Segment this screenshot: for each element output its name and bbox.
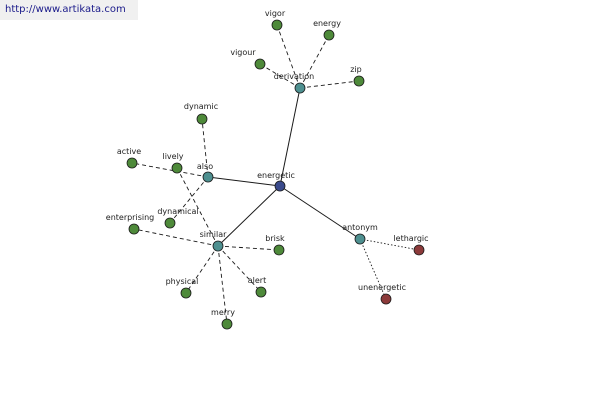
edge-energetic-similar (217, 185, 281, 247)
node-antonym[interactable]: antonym (342, 223, 378, 245)
node-dynamical[interactable]: dynamical (157, 207, 199, 229)
edge-derivation-energy (299, 34, 330, 89)
node-alert[interactable]: alert (248, 276, 267, 298)
node-label-also: also (197, 162, 213, 171)
node-dynamic[interactable]: dynamic (184, 102, 218, 125)
edge-derivation-vigour (259, 63, 301, 89)
edge-similar-physical (185, 245, 219, 294)
edge-energetic-derivation (279, 87, 301, 187)
node-label-vigour: vigour (230, 48, 256, 57)
source-url-text[interactable]: http://www.artikata.com (5, 4, 126, 15)
node-dot-vigor[interactable] (271, 19, 283, 31)
node-label-energy: energy (313, 19, 341, 28)
node-energy[interactable]: energy (313, 19, 341, 41)
node-label-lethargic: lethargic (393, 234, 428, 243)
node-derivation[interactable]: derivation (274, 72, 314, 94)
edge-similar-merry (217, 245, 228, 325)
node-dot-alert[interactable] (255, 286, 267, 298)
edges-layer (131, 24, 420, 325)
node-label-energetic: energetic (257, 171, 295, 180)
node-label-alert: alert (248, 276, 266, 285)
node-dot-dynamical[interactable] (164, 217, 176, 229)
node-label-vigor: vigor (265, 9, 286, 18)
node-dot-merry[interactable] (221, 318, 233, 330)
edge-similar-brisk (217, 245, 280, 251)
node-dot-enterprising[interactable] (128, 223, 140, 235)
node-dot-physical[interactable] (180, 287, 192, 299)
node-label-merry: merry (211, 308, 235, 317)
node-vigor[interactable]: vigor (265, 9, 286, 31)
node-active[interactable]: active (117, 147, 141, 169)
node-label-similar: similar (200, 230, 228, 239)
node-dot-zip[interactable] (353, 75, 365, 87)
edge-antonym-lethargic (359, 238, 420, 251)
node-dot-lethargic[interactable] (413, 244, 425, 256)
node-also[interactable]: also (197, 162, 214, 183)
edge-energetic-antonym (279, 185, 361, 240)
node-label-zip: zip (350, 65, 362, 74)
source-url-bar: http://www.artikata.com (0, 0, 138, 20)
edge-antonym-unenergetic (359, 238, 387, 300)
node-similar[interactable]: similar (200, 230, 228, 252)
edge-derivation-zip (299, 80, 360, 89)
node-dot-dynamic[interactable] (196, 113, 208, 125)
node-label-brisk: brisk (265, 234, 285, 243)
node-dot-derivation[interactable] (294, 82, 306, 94)
node-dot-antonym[interactable] (354, 233, 366, 245)
node-label-unenergetic: unenergetic (358, 283, 406, 292)
node-lethargic[interactable]: lethargic (393, 234, 429, 256)
edge-similar-alert (217, 245, 262, 293)
node-label-enterprising: enterprising (106, 213, 154, 222)
node-label-derivation: derivation (274, 72, 314, 81)
node-dot-also[interactable] (202, 171, 214, 183)
node-dot-brisk[interactable] (273, 244, 285, 256)
edge-energetic-also (207, 176, 281, 187)
edge-also-dynamical (169, 176, 209, 224)
node-dot-unenergetic[interactable] (380, 293, 392, 305)
edge-similar-lively (176, 167, 219, 247)
node-dot-energy[interactable] (323, 29, 335, 41)
node-vigour[interactable]: vigour (230, 48, 266, 70)
node-lively[interactable]: lively (162, 152, 184, 174)
node-dot-similar[interactable] (212, 240, 224, 252)
edge-also-dynamic (201, 118, 209, 178)
node-unenergetic[interactable]: unenergetic (358, 283, 406, 305)
node-zip[interactable]: zip (350, 65, 365, 87)
node-label-physical: physical (166, 277, 199, 286)
node-label-lively: lively (162, 152, 183, 161)
edge-similar-enterprising (133, 228, 219, 247)
node-merry[interactable]: merry (211, 308, 235, 330)
node-label-antonym: antonym (342, 223, 378, 232)
node-enterprising[interactable]: enterprising (106, 213, 154, 235)
node-label-dynamic: dynamic (184, 102, 218, 111)
node-label-dynamical: dynamical (157, 207, 198, 216)
node-label-active: active (117, 147, 141, 156)
node-dot-lively[interactable] (171, 162, 183, 174)
nodes-layer: energetic derivation also similar antonym vig… (106, 9, 429, 330)
node-physical[interactable]: physical (166, 277, 199, 299)
node-energetic[interactable]: energetic (257, 171, 295, 192)
node-dot-vigour[interactable] (254, 58, 266, 70)
node-brisk[interactable]: brisk (265, 234, 285, 256)
node-dot-active[interactable] (126, 157, 138, 169)
edge-also-active (131, 162, 209, 178)
node-dot-energetic[interactable] (274, 180, 286, 192)
